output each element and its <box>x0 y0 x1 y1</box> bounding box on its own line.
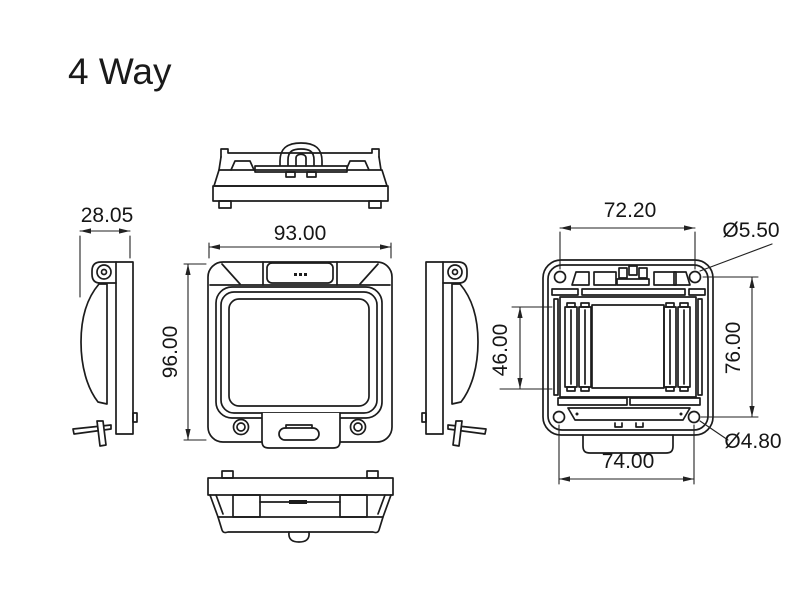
lid-window <box>228 298 370 407</box>
dim-label-back-top-spacing: 72.20 <box>604 199 657 222</box>
side-view-right <box>421 261 487 447</box>
side-view-left <box>72 261 138 447</box>
screw-front-right <box>349 418 367 436</box>
dim-back-window-height: 46.00 <box>489 306 553 390</box>
hinge-pin <box>447 264 463 280</box>
latch-handle <box>278 427 320 441</box>
dim-label-back-bottom-spacing: 74.00 <box>602 450 655 473</box>
dim-label-side-depth: 28.05 <box>81 204 134 227</box>
lid-profile <box>80 283 108 405</box>
screw-hole-top-left <box>553 270 567 284</box>
dim-back-vertical-spacing: 76.00 <box>700 276 759 418</box>
dim-label-back-top-hole-dia: Ø5.50 <box>722 219 779 242</box>
dim-back-bottom-spacing: 74.00 <box>558 424 695 485</box>
screw-hole-bottom-right <box>687 410 701 424</box>
dim-label-back-vertical-spacing: 76.00 <box>722 322 745 375</box>
screw-hole-bottom-left <box>552 410 566 424</box>
dim-label-back-bottom-hole-dia: Ø4.80 <box>724 430 781 453</box>
hinge-ledge <box>254 165 348 173</box>
dim-front-height: 96.00 <box>159 263 207 441</box>
dim-label-front-height: 96.00 <box>159 326 182 379</box>
base-plate <box>207 477 394 496</box>
drawing-title: 4 Way <box>68 51 172 92</box>
dim-label-back-window-height: 46.00 <box>489 324 512 377</box>
lid-profile <box>451 283 479 405</box>
lid-frame <box>215 286 383 419</box>
latch-lip <box>288 531 310 543</box>
hinge-pin <box>96 264 112 280</box>
back-view <box>542 259 714 454</box>
screw-hole-top-right <box>688 270 702 284</box>
module-opening <box>591 304 665 389</box>
dim-back-bottom-hole-dia: Ø4.80 <box>699 420 782 453</box>
front-view <box>207 261 393 449</box>
latch-tab-rear <box>582 434 674 454</box>
hinge-housing <box>91 261 117 284</box>
dim-side-depth: 28.05 <box>79 204 134 298</box>
module-frame <box>559 296 697 398</box>
side-body <box>115 261 134 435</box>
screw-front-left <box>232 418 250 436</box>
top-view <box>212 142 389 209</box>
dim-back-top-spacing: 72.20 <box>559 199 696 270</box>
bottom-view <box>207 470 394 543</box>
hinge-housing <box>442 261 468 284</box>
dim-label-front-width: 93.00 <box>274 222 327 245</box>
hinge-tab <box>266 262 334 284</box>
side-body <box>425 261 444 435</box>
latch-tab <box>261 412 341 449</box>
dim-back-top-hole-dia: Ø5.50 <box>699 219 780 272</box>
dim-front-width: 93.00 <box>208 222 392 259</box>
back-outline <box>542 259 714 436</box>
